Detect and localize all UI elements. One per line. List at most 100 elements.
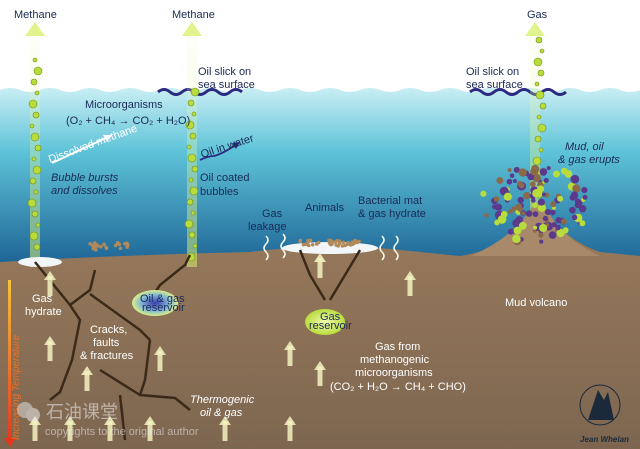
bubble [29, 177, 37, 185]
methane-mid-label: Methane [172, 9, 215, 21]
methanogenic-label: Gas from [375, 341, 420, 353]
animal [335, 238, 340, 243]
animal [353, 238, 357, 243]
bubble [191, 165, 199, 173]
bubble [32, 111, 40, 119]
bubble [535, 36, 543, 44]
bubble [191, 111, 197, 117]
mud-particle [507, 168, 512, 173]
mud-particle [521, 211, 526, 216]
arrow-up-icon [314, 361, 326, 370]
arrow-up-icon [157, 351, 163, 371]
bubble [34, 144, 42, 152]
animals-cluster [88, 238, 361, 252]
animal [340, 244, 345, 248]
animal [104, 246, 109, 251]
cracks-label: faults [93, 337, 120, 349]
arrow-up-icon [32, 421, 38, 441]
gas-reservoir [305, 309, 345, 335]
microorganisms-label: Microorganisms [85, 99, 163, 111]
animal [92, 244, 97, 249]
cracks-label: Cracks, [90, 324, 127, 336]
arrow-head-icon [232, 142, 240, 149]
author-credit: Jean Whelan [580, 435, 629, 444]
whoi-logo: Jean Whelan [579, 384, 629, 444]
animal [93, 241, 97, 245]
mud-particle [541, 192, 546, 197]
arrow-up-icon [219, 416, 231, 425]
mud-particle [560, 218, 567, 225]
oil-coated-label: bubbles [200, 186, 239, 198]
ocean-water [0, 88, 640, 270]
bubble [32, 57, 38, 63]
mud-particle [496, 177, 504, 184]
oil-slick-left [157, 88, 243, 96]
bubble [185, 120, 195, 130]
mud-particle [517, 196, 524, 204]
mud-particle [513, 166, 520, 173]
arrow-up-icon [317, 366, 323, 386]
methanogenic-label: microorganisms [355, 367, 433, 379]
animal [327, 238, 331, 243]
mud-particle [539, 239, 544, 244]
gas-leakage-squiggles [263, 233, 399, 261]
mud-particle [550, 201, 557, 208]
bubble [29, 123, 35, 129]
mud-particle [548, 231, 557, 239]
bubble [537, 123, 547, 133]
bubble [536, 114, 542, 120]
gas-plume-right [530, 22, 540, 237]
mud-particle [574, 198, 580, 204]
mud-particle [557, 195, 564, 202]
mud-particle [570, 174, 580, 184]
arrow-up-icon [222, 421, 228, 441]
mud-particle [515, 203, 523, 211]
methane-plume-left [30, 22, 40, 267]
mud-particle [518, 182, 525, 189]
bubble [188, 177, 194, 183]
arrow-up-icon [284, 341, 296, 350]
mud-particle [523, 191, 531, 200]
bubble [186, 144, 192, 150]
bubble [31, 156, 37, 162]
mud-eruption-particles [480, 164, 588, 246]
dissolved-methane-arrow [51, 136, 109, 164]
bubble [539, 102, 547, 110]
animal [95, 244, 100, 248]
bubble [27, 198, 37, 208]
oil-gas-reservoir-label: reservoir [142, 302, 185, 314]
gas-hydrate-mound [18, 257, 62, 267]
arrow-up-icon [404, 271, 416, 280]
animal [329, 242, 333, 247]
mud-particle [518, 168, 527, 177]
mud-particle [512, 178, 517, 183]
bubble [534, 81, 540, 87]
animal [357, 239, 361, 244]
mud-particle [512, 234, 521, 244]
gas-hydrate-label: Gas [32, 293, 53, 305]
mud-particle [503, 192, 512, 201]
oil-slick-label: sea surface [198, 79, 255, 91]
arrow-down-icon [4, 438, 16, 447]
gas-right-label: Gas [527, 9, 548, 21]
mud-particle [571, 214, 578, 221]
watermark-copyright: copyrights to the original author [45, 426, 199, 438]
bubble [535, 90, 545, 100]
mud-particle [544, 208, 552, 216]
animal [125, 245, 130, 249]
arrow-up-icon [407, 276, 413, 296]
animal [113, 243, 118, 248]
arrow-up-icon [81, 366, 93, 375]
arrow-up-icon [44, 336, 56, 345]
mud-particle [539, 168, 548, 176]
gas-reservoir-label: Gas [320, 311, 341, 323]
increasing-temperature-label: Increasing Temperature [11, 334, 22, 440]
bacterial-mat-label: & gas hydrate [358, 208, 426, 220]
mud-particle [507, 228, 515, 235]
arrow-up-icon [25, 22, 45, 36]
bubble [33, 189, 39, 195]
mud-particle [506, 178, 513, 185]
gas-hydrate-label: hydrate [25, 306, 62, 318]
animal [352, 241, 356, 246]
bubble [539, 48, 545, 54]
